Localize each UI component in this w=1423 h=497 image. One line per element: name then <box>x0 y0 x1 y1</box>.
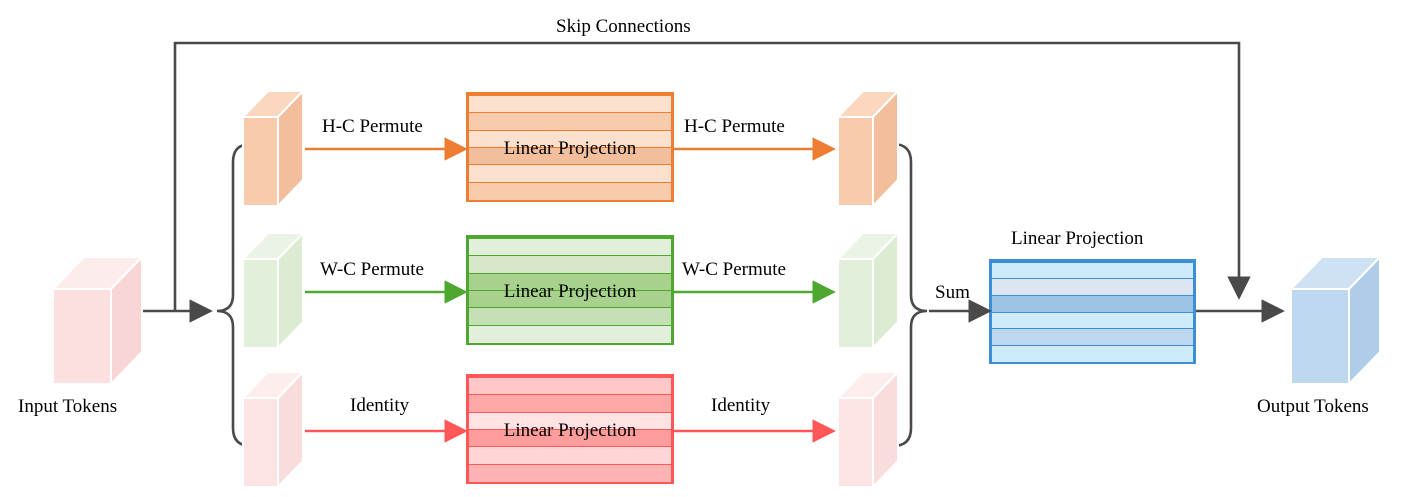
output-tokens-cube <box>1288 254 1383 387</box>
wc-permute-in-label: W-C Permute <box>320 259 424 280</box>
skip-connection-path <box>173 41 1251 311</box>
identity-output-cube-face <box>837 397 874 488</box>
wc-input-cube <box>240 230 306 351</box>
identity-input-cube-face <box>242 397 279 488</box>
identity-input-cube <box>240 369 306 490</box>
output-tokens-label: Output Tokens <box>1257 396 1369 417</box>
wc-input-cube-face <box>242 258 279 349</box>
final-linear-projection-label: Linear Projection <box>1011 228 1144 249</box>
skip-connections-label: Skip Connections <box>556 16 691 37</box>
wc-projection-label: Linear Projection <box>503 281 637 302</box>
identity-projection-label: Linear Projection <box>503 420 637 441</box>
final-linear-projection-box[interactable] <box>989 259 1196 364</box>
projection-stripe <box>469 181 671 201</box>
hc-output-cube-face <box>837 116 874 207</box>
hc-output-cube <box>835 88 901 209</box>
hc-permute-in-label: H-C Permute <box>322 116 423 137</box>
identity-out-label: Identity <box>711 395 771 416</box>
sum-label: Sum <box>935 282 970 303</box>
right-brace <box>891 142 928 448</box>
wc-linear-projection-box[interactable] <box>466 235 674 345</box>
identity-output-cube <box>835 369 901 490</box>
input-cube-face <box>52 288 112 385</box>
hc-permute-out-label: H-C Permute <box>684 116 785 137</box>
left-brace <box>216 142 253 448</box>
wc-permute-out-label: W-C Permute <box>682 259 786 280</box>
input-tokens-cube <box>50 254 145 387</box>
identity-in-label: Identity <box>350 395 410 416</box>
output-cube-face <box>1290 288 1350 385</box>
identity-linear-projection-box[interactable] <box>466 374 674 484</box>
hc-input-cube <box>240 88 306 209</box>
wc-output-cube <box>835 230 901 351</box>
hc-projection-label: Linear Projection <box>503 138 637 159</box>
hc-linear-projection-box[interactable] <box>466 92 674 202</box>
projection-stripe <box>469 463 671 483</box>
input-tokens-label: Input Tokens <box>18 396 118 417</box>
hc-input-cube-face <box>242 116 279 207</box>
projection-stripe <box>992 344 1193 363</box>
projection-stripe <box>469 324 671 344</box>
wc-output-cube-face <box>837 258 874 349</box>
